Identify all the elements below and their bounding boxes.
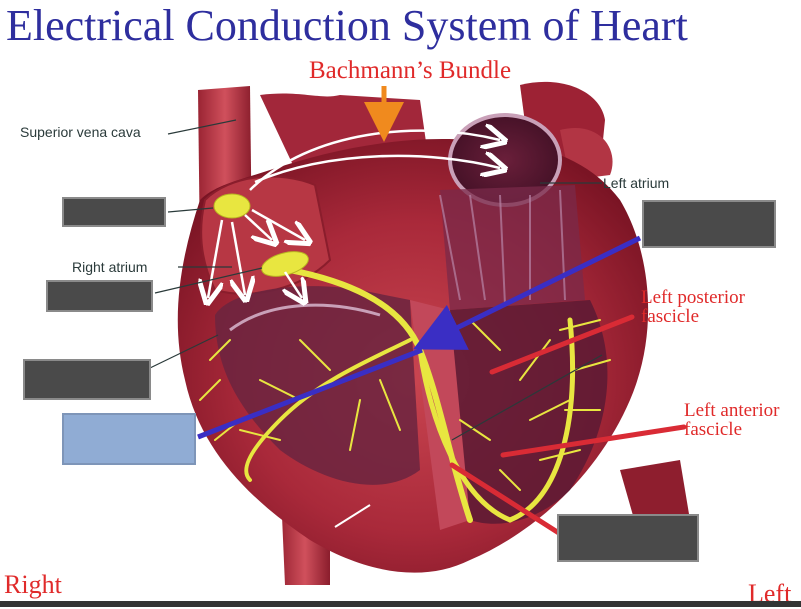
left-anterior-fascicle-label: Left anterior fascicle xyxy=(684,401,779,439)
left-ventricle-chamber xyxy=(440,300,608,524)
diagram-title: Electrical Conduction System of Heart xyxy=(6,1,688,50)
answer-box-av-node[interactable] xyxy=(46,280,153,312)
left-posterior-fascicle-line2: fascicle xyxy=(641,306,700,327)
answer-box-right-bundle-branch[interactable] xyxy=(62,413,196,465)
answer-box-purkinje-fibers[interactable] xyxy=(557,514,699,562)
sa-node xyxy=(213,193,251,219)
answer-box-sa-node[interactable] xyxy=(62,197,166,227)
bachmann-bundle-label: Bachmann’s Bundle xyxy=(309,57,512,84)
answer-box-internodal-pathway[interactable] xyxy=(23,359,151,400)
answer-box-bundle-of-his[interactable] xyxy=(642,200,776,248)
left-anterior-fascicle-line1: Left anterior xyxy=(684,400,780,421)
left-atrium-label: Left atrium xyxy=(603,175,670,191)
bottom-border xyxy=(0,601,801,607)
left-posterior-fascicle-line1: Left posterior xyxy=(641,287,745,308)
red-pointers xyxy=(449,314,687,538)
right-side-label: Right xyxy=(4,570,62,599)
superior-vena-cava-label: Superior vena cava xyxy=(20,124,141,140)
leader-lines xyxy=(149,119,603,528)
left-posterior-fascicle-label: Left posterior fascicle xyxy=(641,288,745,326)
blue-pointers xyxy=(197,235,642,440)
right-atrium-label: Right atrium xyxy=(72,259,148,275)
left-anterior-fascicle-line2: fascicle xyxy=(684,419,743,440)
